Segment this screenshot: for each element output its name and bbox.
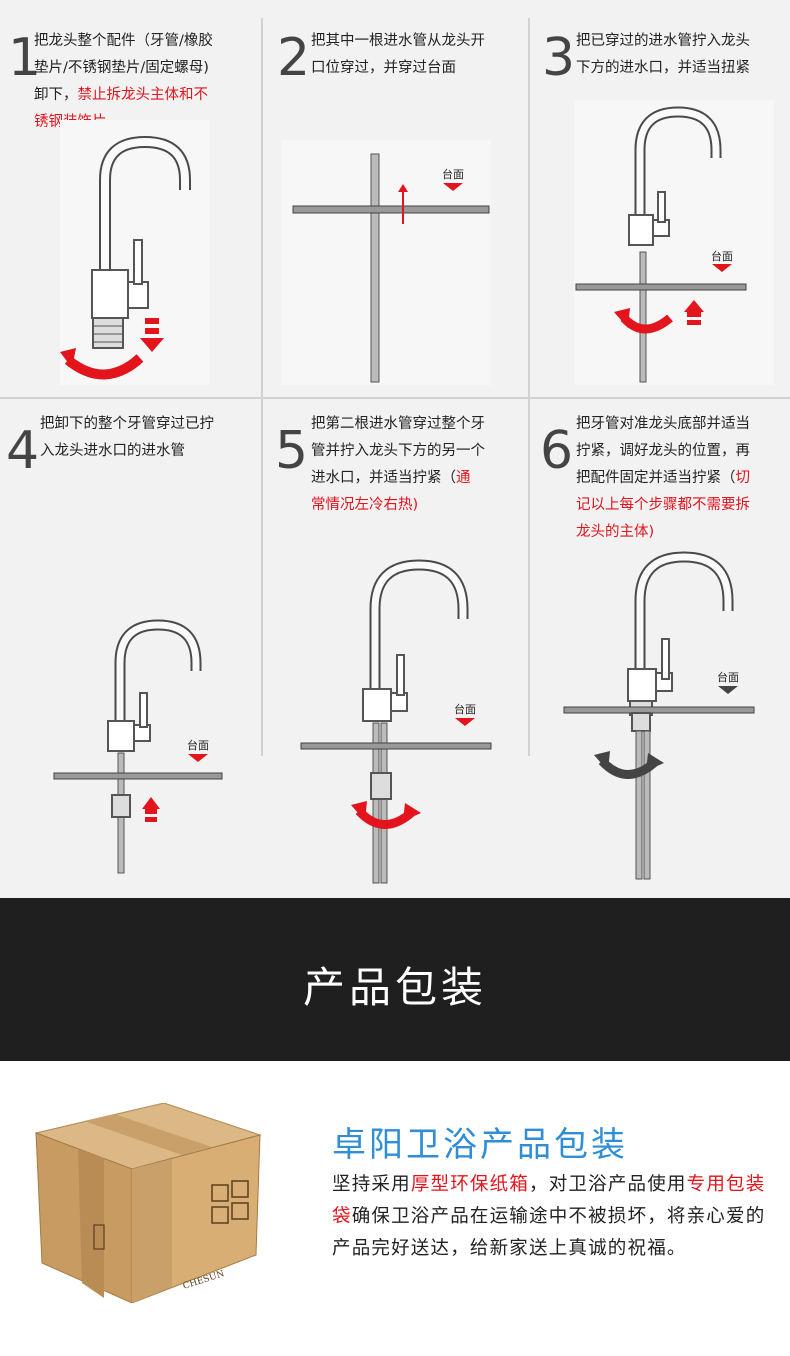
instruction-text: 把卸下的整个牙管穿过已拧 bbox=[40, 416, 214, 432]
step-text-line: 把其中一根进水管从龙头开 bbox=[311, 28, 526, 55]
cardboard-box-illustration: CHESUN bbox=[34, 1103, 262, 1303]
instruction-text: 把牙管对准龙头底部并适当 bbox=[576, 416, 750, 432]
instruction-text: 卸下， bbox=[34, 87, 78, 103]
step-3: 3 把已穿过的进水管拧入龙头下方的进水口，并适当扭紧 台面 bbox=[530, 0, 790, 397]
highlight-text: 专用包装袋 bbox=[332, 1174, 766, 1227]
instruction-text: 把第二根进水管穿过整个牙 bbox=[311, 416, 485, 432]
step-1: 1 把龙头整个配件（牙管/橡胶垫片/不锈钢垫片/固定螺母) 卸下，禁止拆龙头主体和… bbox=[0, 0, 261, 397]
step-text-line: 把已穿过的进水管拧入龙头 bbox=[576, 28, 790, 55]
instruction-text: 管并拧入龙头下方的另一个 bbox=[311, 443, 485, 459]
step-text: 把卸下的整个牙管穿过已拧入龙头进水口的进水管 bbox=[40, 411, 258, 465]
warning-text: 记以上每个步骤都不需要拆 bbox=[576, 497, 750, 513]
grid-divider bbox=[528, 18, 530, 756]
step-number: 3 bbox=[542, 28, 575, 88]
step-text-line: 常情况左冷右热) bbox=[311, 492, 526, 519]
step-text: 把已穿过的进水管拧入龙头下方的进水口，并适当扭紧 bbox=[576, 28, 790, 82]
warning-text: 切 bbox=[735, 470, 751, 486]
fragile-icon bbox=[211, 1184, 229, 1202]
installation-steps: 1 把龙头整个配件（牙管/橡胶垫片/不锈钢垫片/固定螺母) 卸下，禁止拆龙头主体和… bbox=[0, 0, 790, 898]
step-text-line: 拧紧，调好龙头的位置，再 bbox=[576, 438, 790, 465]
step-text-line: 垫片/不锈钢垫片/固定螺母) bbox=[34, 55, 259, 82]
highlight-text: 厚型环保纸箱 bbox=[410, 1174, 530, 1195]
step-text-line: 把龙头整个配件（牙管/橡胶 bbox=[34, 28, 259, 55]
step-2: 2 把其中一根进水管从龙头开口位穿过，并穿过台面 台面 bbox=[263, 0, 528, 397]
description-text: 坚持采用 bbox=[332, 1174, 411, 1195]
second-pipe-illustration: 台面 bbox=[300, 559, 492, 884]
thread-pipe-illustration: 台面 bbox=[53, 619, 223, 874]
instruction-text: 入龙头进水口的进水管 bbox=[40, 443, 185, 459]
step-text-line: 把第二根进水管穿过整个牙 bbox=[311, 411, 526, 438]
packaging-title: 卓阳卫浴产品包装 bbox=[332, 1125, 628, 1165]
step-text-line: 龙头的主体) bbox=[576, 519, 790, 546]
step-text-line: 入龙头进水口的进水管 bbox=[40, 438, 258, 465]
pipe-through-counter-illustration: 台面 bbox=[281, 140, 491, 385]
step-6: 6 把牙管对准龙头底部并适当拧紧，调好龙头的位置，再把配件固定并适当拧紧（切记以… bbox=[530, 399, 790, 898]
step-text: 把龙头整个配件（牙管/橡胶垫片/不锈钢垫片/固定螺母)卸下，禁止拆龙头主体和不锈… bbox=[34, 28, 259, 136]
step-4: 4 把卸下的整个牙管穿过已拧入龙头进水口的进水管 台面 bbox=[0, 399, 261, 898]
recycle-icon bbox=[231, 1202, 249, 1220]
description-text: ，对卫浴产品使用 bbox=[529, 1174, 687, 1195]
instruction-text: 口位穿过，并穿过台面 bbox=[311, 60, 456, 76]
step-5: 5 把第二根进水管穿过整个牙管并拧入龙头下方的另一个进水口，并适当拧紧（通常情况… bbox=[263, 399, 528, 898]
step-text-line: 把配件固定并适当拧紧（切 bbox=[576, 465, 790, 492]
step-number: 2 bbox=[277, 28, 310, 88]
step-text-line: 把卸下的整个牙管穿过已拧 bbox=[40, 411, 258, 438]
step-text-line: 记以上每个步骤都不需要拆 bbox=[576, 492, 790, 519]
instruction-text: 拧紧，调好龙头的位置，再 bbox=[576, 443, 750, 459]
countertop-label: 台面 bbox=[187, 738, 209, 752]
this-side-up-icon bbox=[231, 1180, 249, 1198]
step-text-line: 把牙管对准龙头底部并适当 bbox=[576, 411, 790, 438]
banner-title: 产品包装 bbox=[302, 963, 487, 1012]
step-text: 把第二根进水管穿过整个牙管并拧入龙头下方的另一个进水口，并适当拧紧（通常情况左冷… bbox=[311, 411, 526, 519]
countertop-label: 台面 bbox=[717, 670, 739, 684]
step-text: 把其中一根进水管从龙头开口位穿过，并穿过台面 bbox=[311, 28, 526, 82]
warning-text: 常情况左冷右热) bbox=[311, 497, 419, 513]
step-text: 把牙管对准龙头底部并适当拧紧，调好龙头的位置，再把配件固定并适当拧紧（切记以上每… bbox=[576, 411, 790, 546]
step-text-line: 管并拧入龙头下方的另一个 bbox=[311, 438, 526, 465]
warning-text: 禁止拆龙头主体和不 bbox=[77, 87, 209, 103]
instruction-text: 把龙头整个配件（牙管/橡胶 bbox=[34, 33, 213, 49]
instruction-text: 把已穿过的进水管拧入龙头 bbox=[576, 33, 750, 49]
instruction-text: 进水口，并适当拧紧（ bbox=[311, 470, 456, 486]
final-fix-illustration: 台面 bbox=[563, 551, 755, 880]
packaging-section: CHESUN 卓阳卫浴产品包装 坚持采用厚型环保纸箱，对卫浴产品使用专用包装袋确… bbox=[0, 1061, 790, 1356]
grid-divider bbox=[0, 397, 790, 399]
step-number: 6 bbox=[540, 421, 573, 481]
step-text-line: 进水口，并适当拧紧（通 bbox=[311, 465, 526, 492]
step-number: 1 bbox=[8, 28, 41, 88]
packaging-description: 坚持采用厚型环保纸箱，对卫浴产品使用专用包装袋确保卫浴产品在运输途中不被损坏，将… bbox=[332, 1169, 777, 1265]
connect-pipe-illustration: 台面 bbox=[574, 100, 774, 385]
grid-divider bbox=[261, 18, 263, 756]
description-text: 确保卫浴产品在运输途中不被损坏，将亲心爱的产品完好送达，给新家送上真诚的祝福。 bbox=[332, 1206, 766, 1259]
countertop-label: 台面 bbox=[711, 249, 733, 263]
countertop-label: 台面 bbox=[442, 167, 464, 181]
warning-text: 通 bbox=[456, 470, 471, 486]
step-text-line: 口位穿过，并穿过台面 bbox=[311, 55, 526, 82]
warning-text: 龙头的主体) bbox=[576, 524, 655, 540]
step-number: 4 bbox=[6, 421, 39, 481]
instruction-text: 把其中一根进水管从龙头开 bbox=[311, 33, 485, 49]
faucet-illustration bbox=[60, 120, 210, 385]
step-number: 5 bbox=[275, 421, 308, 481]
keep-dry-icon bbox=[211, 1206, 229, 1224]
countertop-label: 台面 bbox=[454, 702, 476, 716]
handling-icon bbox=[93, 1224, 105, 1250]
step-text-line: 下方的进水口，并适当扭紧 bbox=[576, 55, 790, 82]
packaging-banner: 产品包装 bbox=[0, 898, 790, 1061]
instruction-text: 把配件固定并适当拧紧（ bbox=[576, 470, 736, 486]
instruction-text: 垫片/不锈钢垫片/固定螺母) bbox=[34, 60, 209, 76]
instruction-text: 下方的进水口，并适当扭紧 bbox=[576, 60, 750, 76]
step-text-line: 卸下，禁止拆龙头主体和不 bbox=[34, 82, 259, 109]
